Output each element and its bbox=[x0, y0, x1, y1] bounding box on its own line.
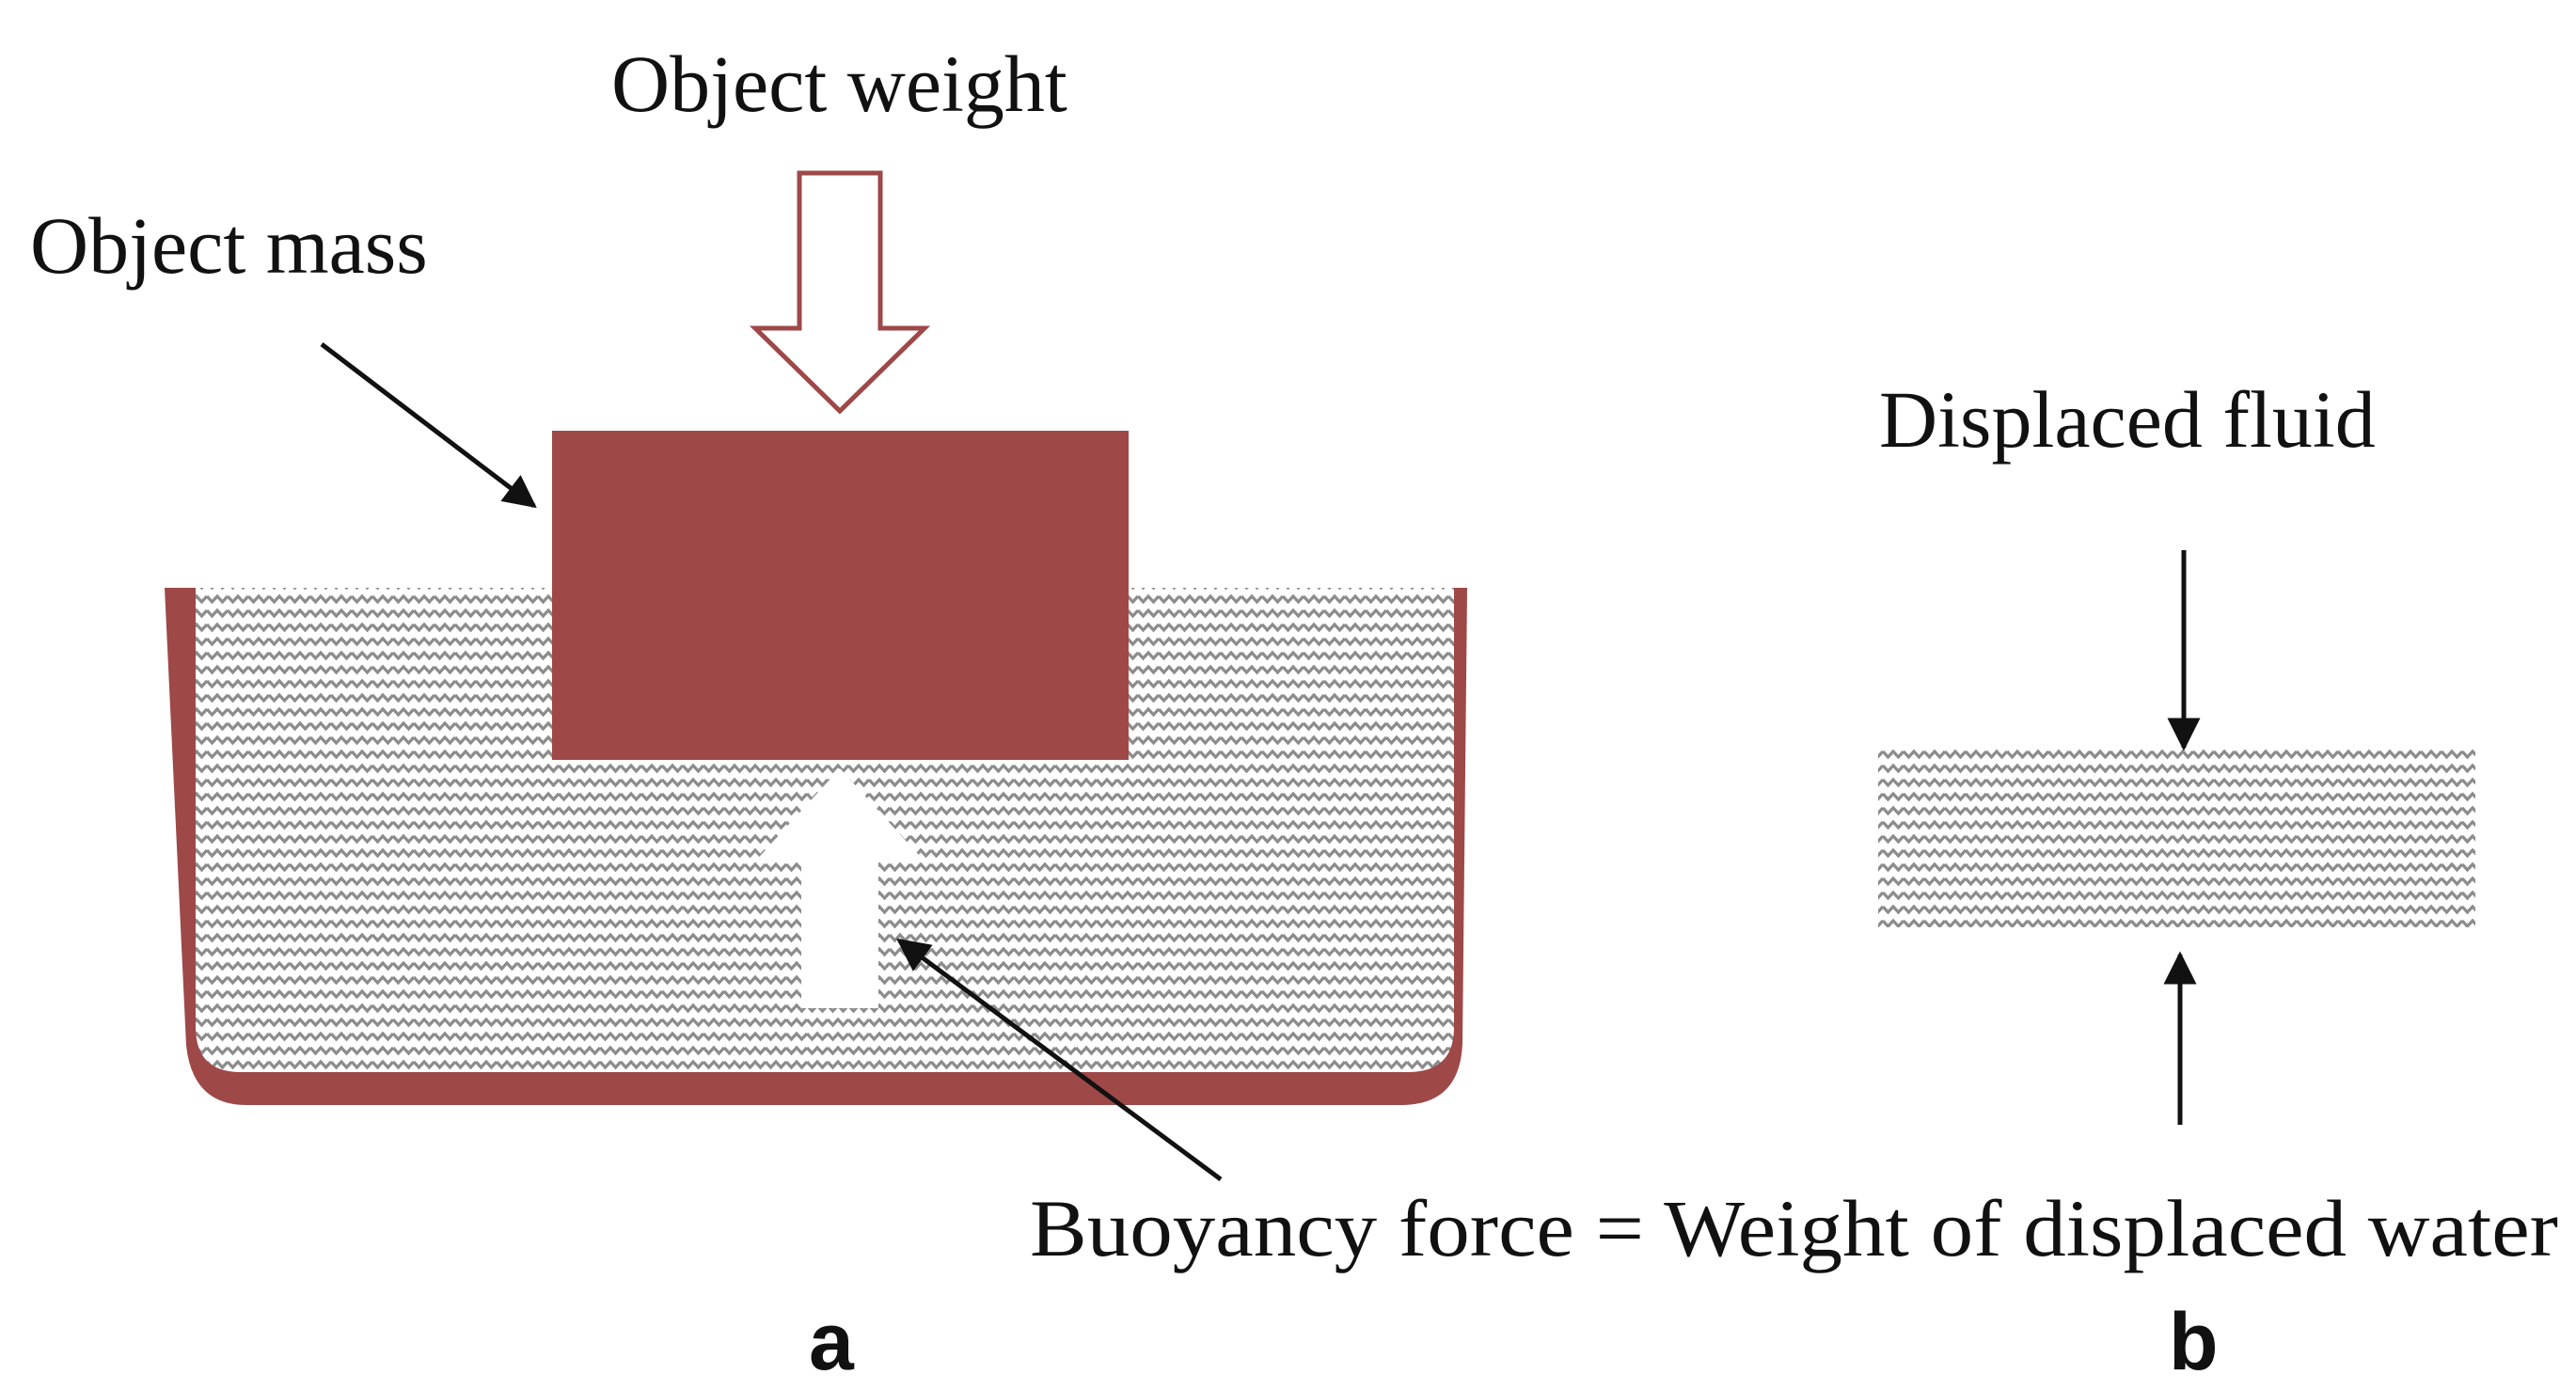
object-mass-pointer bbox=[320, 342, 537, 509]
panel-a: Object weight Object mass a bbox=[30, 39, 1467, 1387]
panel-a-label: a bbox=[809, 1297, 855, 1387]
buoyancy-pointer bbox=[896, 938, 1223, 1182]
panel-b: Displaced fluid b bbox=[1878, 374, 2475, 1387]
weight-arrow-icon bbox=[749, 170, 931, 415]
buoyancy-force-label: Buoyancy force = Weight of displaced wat… bbox=[1030, 1183, 2558, 1273]
object-mass-label: Object mass bbox=[30, 200, 428, 291]
displaced-fluid-label: Displaced fluid bbox=[1879, 374, 2376, 465]
object-weight-label: Object weight bbox=[611, 39, 1067, 129]
panel-b-label: b bbox=[2169, 1297, 2219, 1387]
displaced-fluid-block bbox=[1878, 745, 2475, 927]
buoyancy-arrow-icon bbox=[758, 768, 922, 1008]
object-block bbox=[552, 431, 1129, 760]
